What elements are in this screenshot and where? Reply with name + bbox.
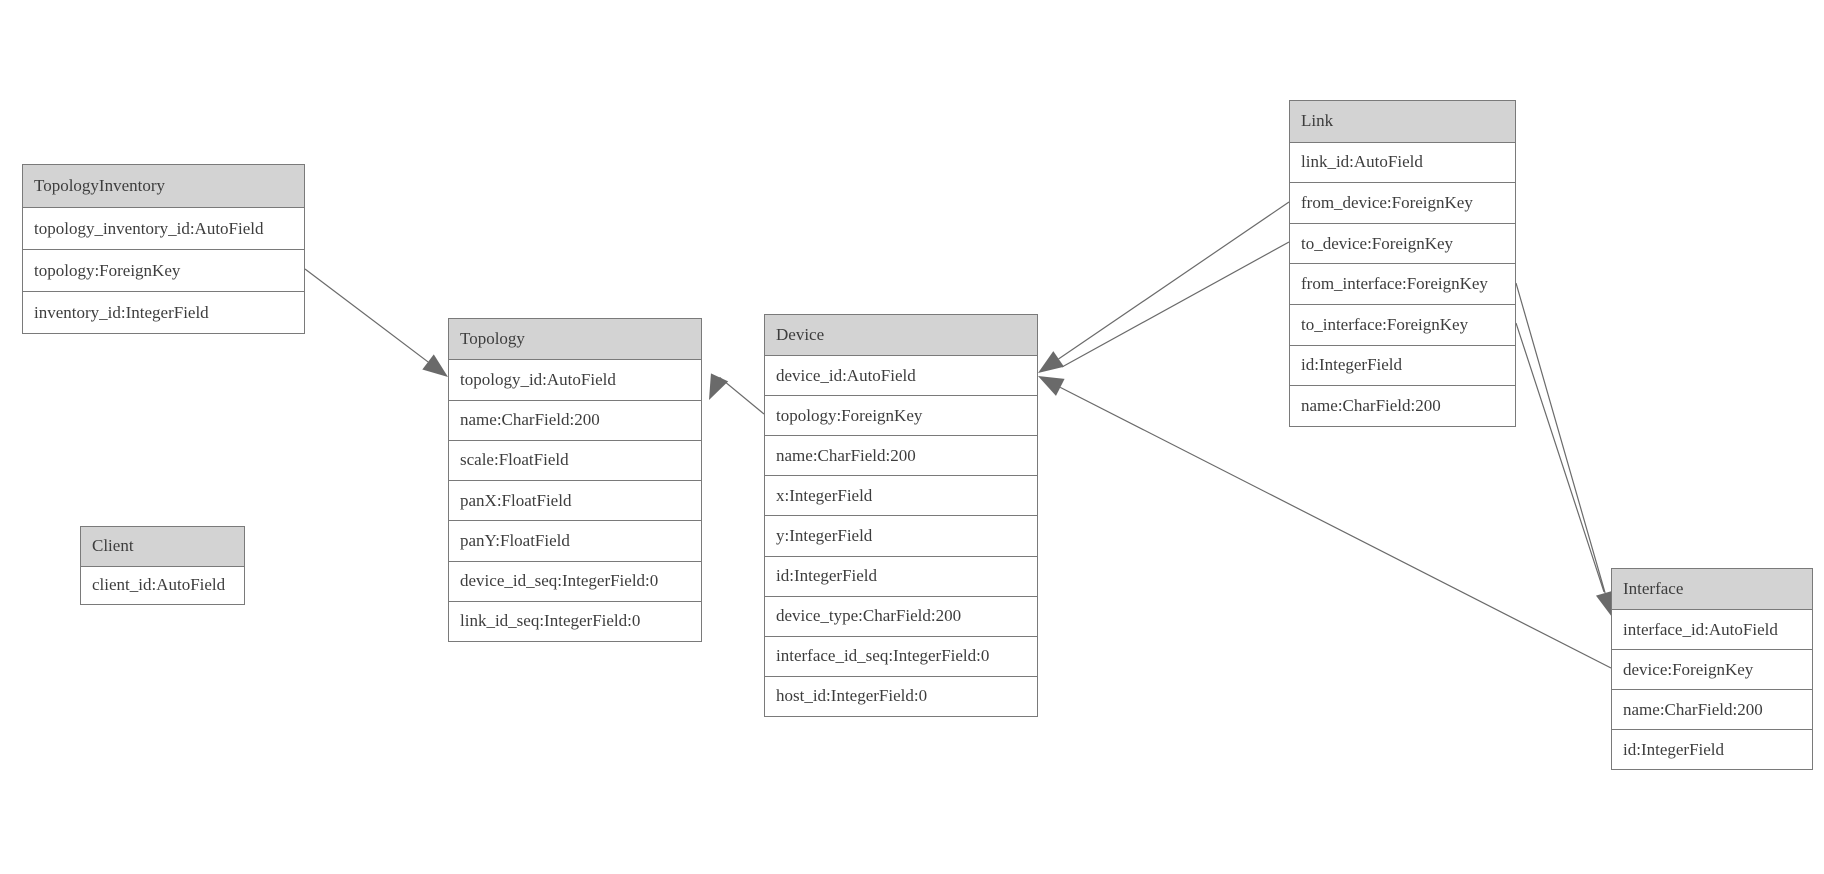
entity-topology-field-row: link_id_seq:IntegerField:0 bbox=[449, 600, 701, 641]
entity-interface-field-row: name:CharField:200 bbox=[1612, 689, 1812, 729]
entity-interface-field-row: id:IntegerField bbox=[1612, 729, 1812, 769]
entity-interface-field-row: device:ForeignKey bbox=[1612, 649, 1812, 689]
entity-link-field-row: id:IntegerField bbox=[1290, 344, 1515, 386]
entity-device-field-row: device_type:CharField:200 bbox=[765, 595, 1037, 636]
edge-link-from-device-arrowhead-icon bbox=[1038, 351, 1065, 373]
entity-device-field-row: host_id:IntegerField:0 bbox=[765, 675, 1037, 716]
edge-interface-device bbox=[1060, 386, 1612, 669]
edge-link-from-interface-arrowhead-icon bbox=[1595, 590, 1615, 617]
entity-device-field-row: device_id:AutoField bbox=[765, 355, 1037, 396]
entity-topology-inventory-field-row: inventory_id:IntegerField bbox=[23, 291, 304, 333]
entity-interface-field-row: interface_id:AutoField bbox=[1612, 609, 1812, 649]
entity-client-title: Client bbox=[81, 527, 244, 566]
edge-device-topology bbox=[719, 376, 765, 415]
entity-device-field-row: name:CharField:200 bbox=[765, 435, 1037, 476]
entity-topology-field-row: name:CharField:200 bbox=[449, 399, 701, 440]
entity-topology-field-row: scale:FloatField bbox=[449, 439, 701, 480]
entity-topology-title: Topology bbox=[449, 319, 701, 360]
entity-interface-title: Interface bbox=[1612, 569, 1812, 609]
entity-topology-inventory-field-row: topology_inventory_id:AutoField bbox=[23, 207, 304, 249]
entity-client-field-row: client_id:AutoField bbox=[81, 565, 244, 604]
edge-topologyinventory-topology bbox=[304, 268, 429, 363]
entity-device-field-row: topology:ForeignKey bbox=[765, 395, 1037, 436]
entity-device-field-row: id:IntegerField bbox=[765, 555, 1037, 596]
entity-topology-field-row: device_id_seq:IntegerField:0 bbox=[449, 560, 701, 601]
edge-link-from-interface bbox=[1515, 282, 1606, 594]
edge-link-to-interface bbox=[1515, 322, 1605, 593]
entity-topology-field-row: topology_id:AutoField bbox=[449, 359, 701, 400]
entity-device-field-row: y:IntegerField bbox=[765, 515, 1037, 556]
entity-device-field-row: x:IntegerField bbox=[765, 475, 1037, 516]
entity-device-field-row: interface_id_seq:IntegerField:0 bbox=[765, 635, 1037, 676]
entity-topology-field-row: panY:FloatField bbox=[449, 520, 701, 561]
entity-device-title: Device bbox=[765, 315, 1037, 356]
entity-link-title: Link bbox=[1290, 101, 1515, 142]
entity-topology-inventory-field-row: topology:ForeignKey bbox=[23, 249, 304, 291]
entity-link-field-row: to_interface:ForeignKey bbox=[1290, 303, 1515, 345]
edge-interface-device-arrowhead-icon bbox=[1038, 376, 1065, 396]
entity-topology-inventory-title: TopologyInventory bbox=[23, 165, 304, 207]
edge-topologyinventory-topology-arrowhead-icon bbox=[422, 354, 448, 377]
entity-link-field-row: from_interface:ForeignKey bbox=[1290, 263, 1515, 304]
entity-topology-field-row: panX:FloatField bbox=[449, 480, 701, 521]
edge-link-to-device bbox=[1061, 241, 1290, 368]
entity-link-field-row: name:CharField:200 bbox=[1290, 385, 1515, 426]
entity-link-field-row: from_device:ForeignKey bbox=[1290, 182, 1515, 223]
entity-link-field-row: to_device:ForeignKey bbox=[1290, 222, 1515, 264]
edge-link-from-device bbox=[1058, 201, 1290, 360]
edge-device-topology-arrowhead-icon bbox=[709, 373, 729, 400]
entity-link-field-row: link_id:AutoField bbox=[1290, 141, 1515, 183]
